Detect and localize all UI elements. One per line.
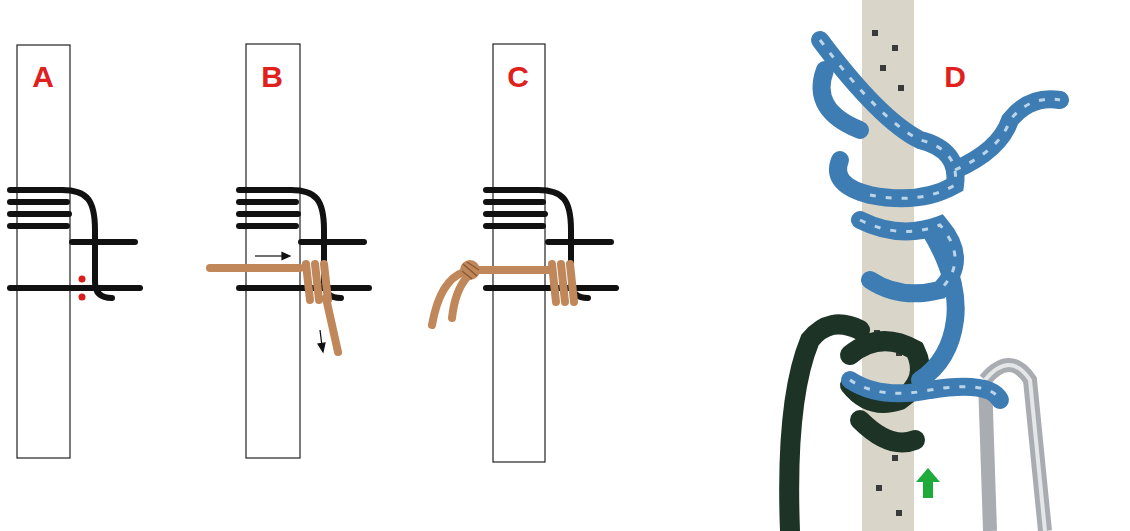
knot-texture [462,262,479,279]
bar-a [17,45,70,458]
red-dot [79,294,86,301]
panel-letter: B [261,62,283,92]
brown-rope-c [432,264,574,325]
red-dot [79,276,86,283]
bar-b [246,44,300,458]
rope-photo [789,0,1060,531]
panel-letter: C [507,62,529,92]
direction-arrow [255,253,325,353]
panel-letter: D [944,62,966,92]
bar-c [493,44,545,462]
panel-letter: A [32,62,54,92]
black-wrap-a [10,190,140,298]
stopper-knot [460,260,480,280]
brown-rope-b [210,264,338,352]
